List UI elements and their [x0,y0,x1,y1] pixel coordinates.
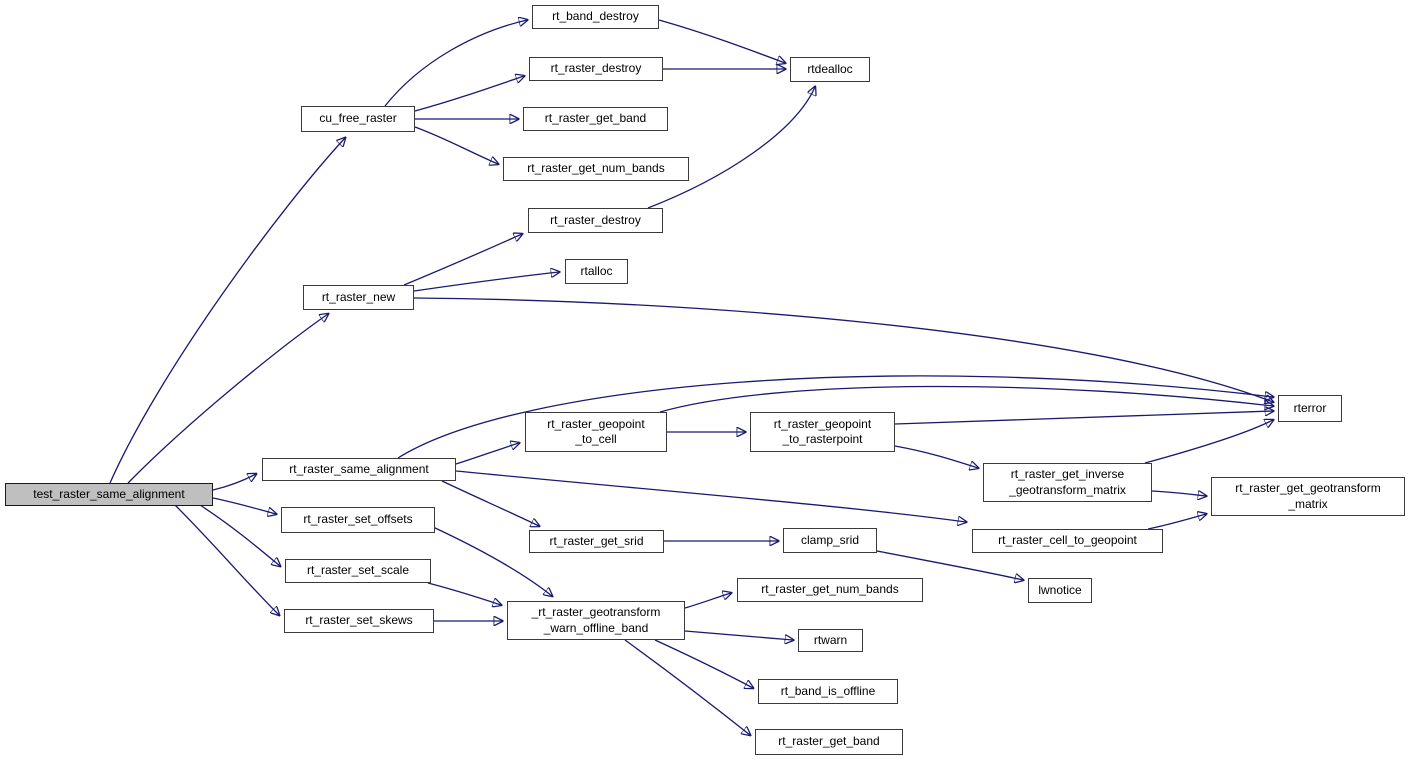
edge-set_offsets-to-warn_offline_band [432,526,552,596]
edge-test-to-rt_raster_set_offsets [212,497,276,514]
node-rt_raster_cell_to_geopoint[interactable]: rt_raster_cell_to_geopoint [972,529,1163,553]
edge-same_alignment-to-geopoint_to_cell [455,443,519,465]
edge-test-to-rt_raster_same_alignment [212,474,256,491]
node-rt_raster_set_offsets[interactable]: rt_raster_set_offsets [281,507,435,533]
edge-test-to-rt_raster_set_scale [199,504,280,566]
node-rt_raster_get_band-1[interactable]: rt_raster_get_band [523,107,668,131]
edge-rt_band_destroy-to-rtdealloc [658,19,785,63]
edge-same_alignment-to-cell_to_geopoint [455,470,966,522]
edge-warn_offline-to-rtwarn [684,630,793,640]
node-cu_free_raster[interactable]: cu_free_raster [301,106,415,132]
edge-geopoint_to_rasterpoint-to-get_inverse [894,445,978,468]
edge-clamp_srid-to-lwnotice [876,550,1023,580]
node-rt_raster_geopoint_to_cell[interactable]: rt_raster_geopoint _to_cell [525,412,667,452]
node-rt_raster_destroy-2[interactable]: rt_raster_destroy [528,208,663,233]
edge-geopoint_to_rasterpoint-to-rterror [894,411,1273,425]
node-rt_raster_set_skews[interactable]: rt_raster_set_skews [284,609,434,633]
node-_rt_raster_geotransform_warn_offline_band[interactable]: _rt_raster_geotransform _warn_offline_ba… [507,601,685,640]
edge-rt_raster_new-to-rtalloc [413,272,559,292]
node-test_raster_same_alignment: test_raster_same_alignment [5,483,213,506]
node-rt_raster_get_geotransform_matrix[interactable]: rt_raster_get_geotransform _matrix [1211,477,1405,516]
edge-cu_free-to-rt_raster_get_num_bands_1 [414,126,498,164]
node-rt_raster_get_num_bands-2[interactable]: rt_raster_get_num_bands [737,578,923,602]
node-rt_raster_geopoint_to_rasterpoint[interactable]: rt_raster_geopoint _to_rasterpoint [750,412,895,452]
node-clamp_srid[interactable]: clamp_srid [783,528,877,553]
edge-cell_to_geopoint-to-get_geotransform_matrix [1147,514,1206,530]
node-rt_band_destroy[interactable]: rt_band_destroy [532,5,659,29]
edge-test-to-rt_raster_set_skews [174,504,279,615]
edge-warn_offline-to-rt_band_is_offline [654,639,753,688]
node-rtwarn[interactable]: rtwarn [798,629,863,652]
node-rt_raster_get_srid[interactable]: rt_raster_get_srid [529,530,664,553]
edge-same_alignment-to-rt_raster_get_srid [441,480,539,526]
edge-test-to-rt_raster_new [127,314,328,484]
node-lwnotice[interactable]: lwnotice [1028,578,1092,603]
node-rt_raster_get_band-2[interactable]: rt_raster_get_band [755,729,903,755]
node-rt_band_is_offline[interactable]: rt_band_is_offline [758,679,898,704]
edge-cu_free-to-rt_raster_destroy_1 [414,76,524,112]
edge-test-to-cu_free_raster [109,138,345,484]
edge-get_inverse-to-rterror [1144,420,1273,464]
node-rt_raster_new[interactable]: rt_raster_new [303,285,414,310]
edge-warn_offline-to-get_num_bands_2 [684,593,731,609]
node-rt_raster_same_alignment[interactable]: rt_raster_same_alignment [262,458,456,481]
node-rt_raster_get_inverse_geotransform_matrix[interactable]: rt_raster_get_inverse _geotransform_matr… [983,463,1152,502]
node-rt_raster_get_num_bands-1[interactable]: rt_raster_get_num_bands [503,157,689,181]
edge-warn_offline-to-rt_raster_get_band_2 [624,639,750,735]
edge-cu_free-to-rt_band_destroy [384,20,527,107]
node-rt_raster_set_scale[interactable]: rt_raster_set_scale [285,559,431,583]
edge-get_inverse-to-get_geotransform_matrix [1151,491,1206,496]
edge-rt_raster_new-to-rterror [413,297,1273,402]
edge-geopoint_to_cell-to-rterror [659,385,1273,413]
node-rt_raster_destroy-1[interactable]: rt_raster_destroy [529,57,663,81]
edge-rt_raster_new-to-rt_raster_destroy_2 [403,234,522,286]
node-rtdealloc[interactable]: rtdealloc [790,57,870,82]
edge-set_scale-to-warn_offline_band [427,582,501,605]
edge-same_alignment-to-rterror [397,375,1273,459]
node-rtalloc[interactable]: rtalloc [565,259,628,284]
edge-rt_raster_destroy_2-to-rtdealloc [647,87,815,209]
node-rterror[interactable]: rterror [1278,395,1342,422]
